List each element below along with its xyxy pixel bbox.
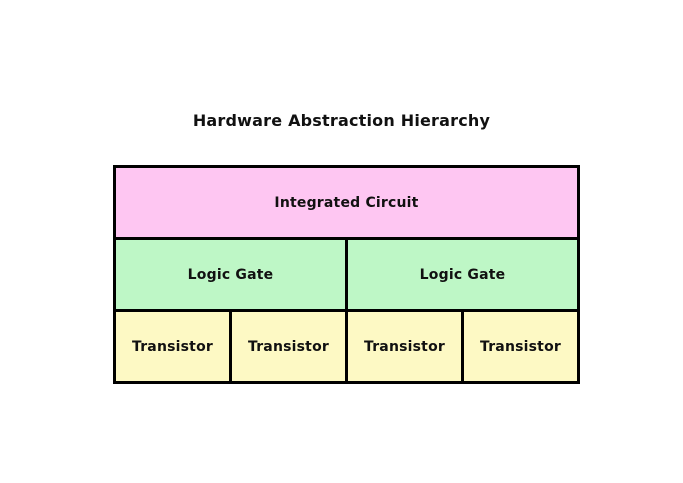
transistor-block-3: Transistor (348, 312, 461, 381)
integrated-circuit-block: Integrated Circuit (116, 168, 577, 237)
transistor-block-2: Transistor (232, 312, 345, 381)
logic-gate-block-2: Logic Gate (348, 240, 577, 309)
transistor-label-2: Transistor (247, 338, 329, 355)
integrated-circuit-label: Integrated Circuit (274, 194, 419, 211)
hierarchy-diagram: Integrated Circuit Logic Gate Logic Gate… (113, 165, 580, 384)
transistor-label-4: Transistor (479, 338, 561, 355)
transistor-label-3: Transistor (363, 338, 445, 355)
logic-gate-block-1: Logic Gate (116, 240, 345, 309)
logic-gate-label-2: Logic Gate (419, 266, 506, 283)
logic-gate-label-1: Logic Gate (187, 266, 274, 283)
transistor-block-4: Transistor (464, 312, 577, 381)
transistor-block-1: Transistor (116, 312, 229, 381)
diagram-title: Hardware Abstraction Hierarchy (192, 111, 491, 130)
transistor-label-1: Transistor (131, 338, 213, 355)
